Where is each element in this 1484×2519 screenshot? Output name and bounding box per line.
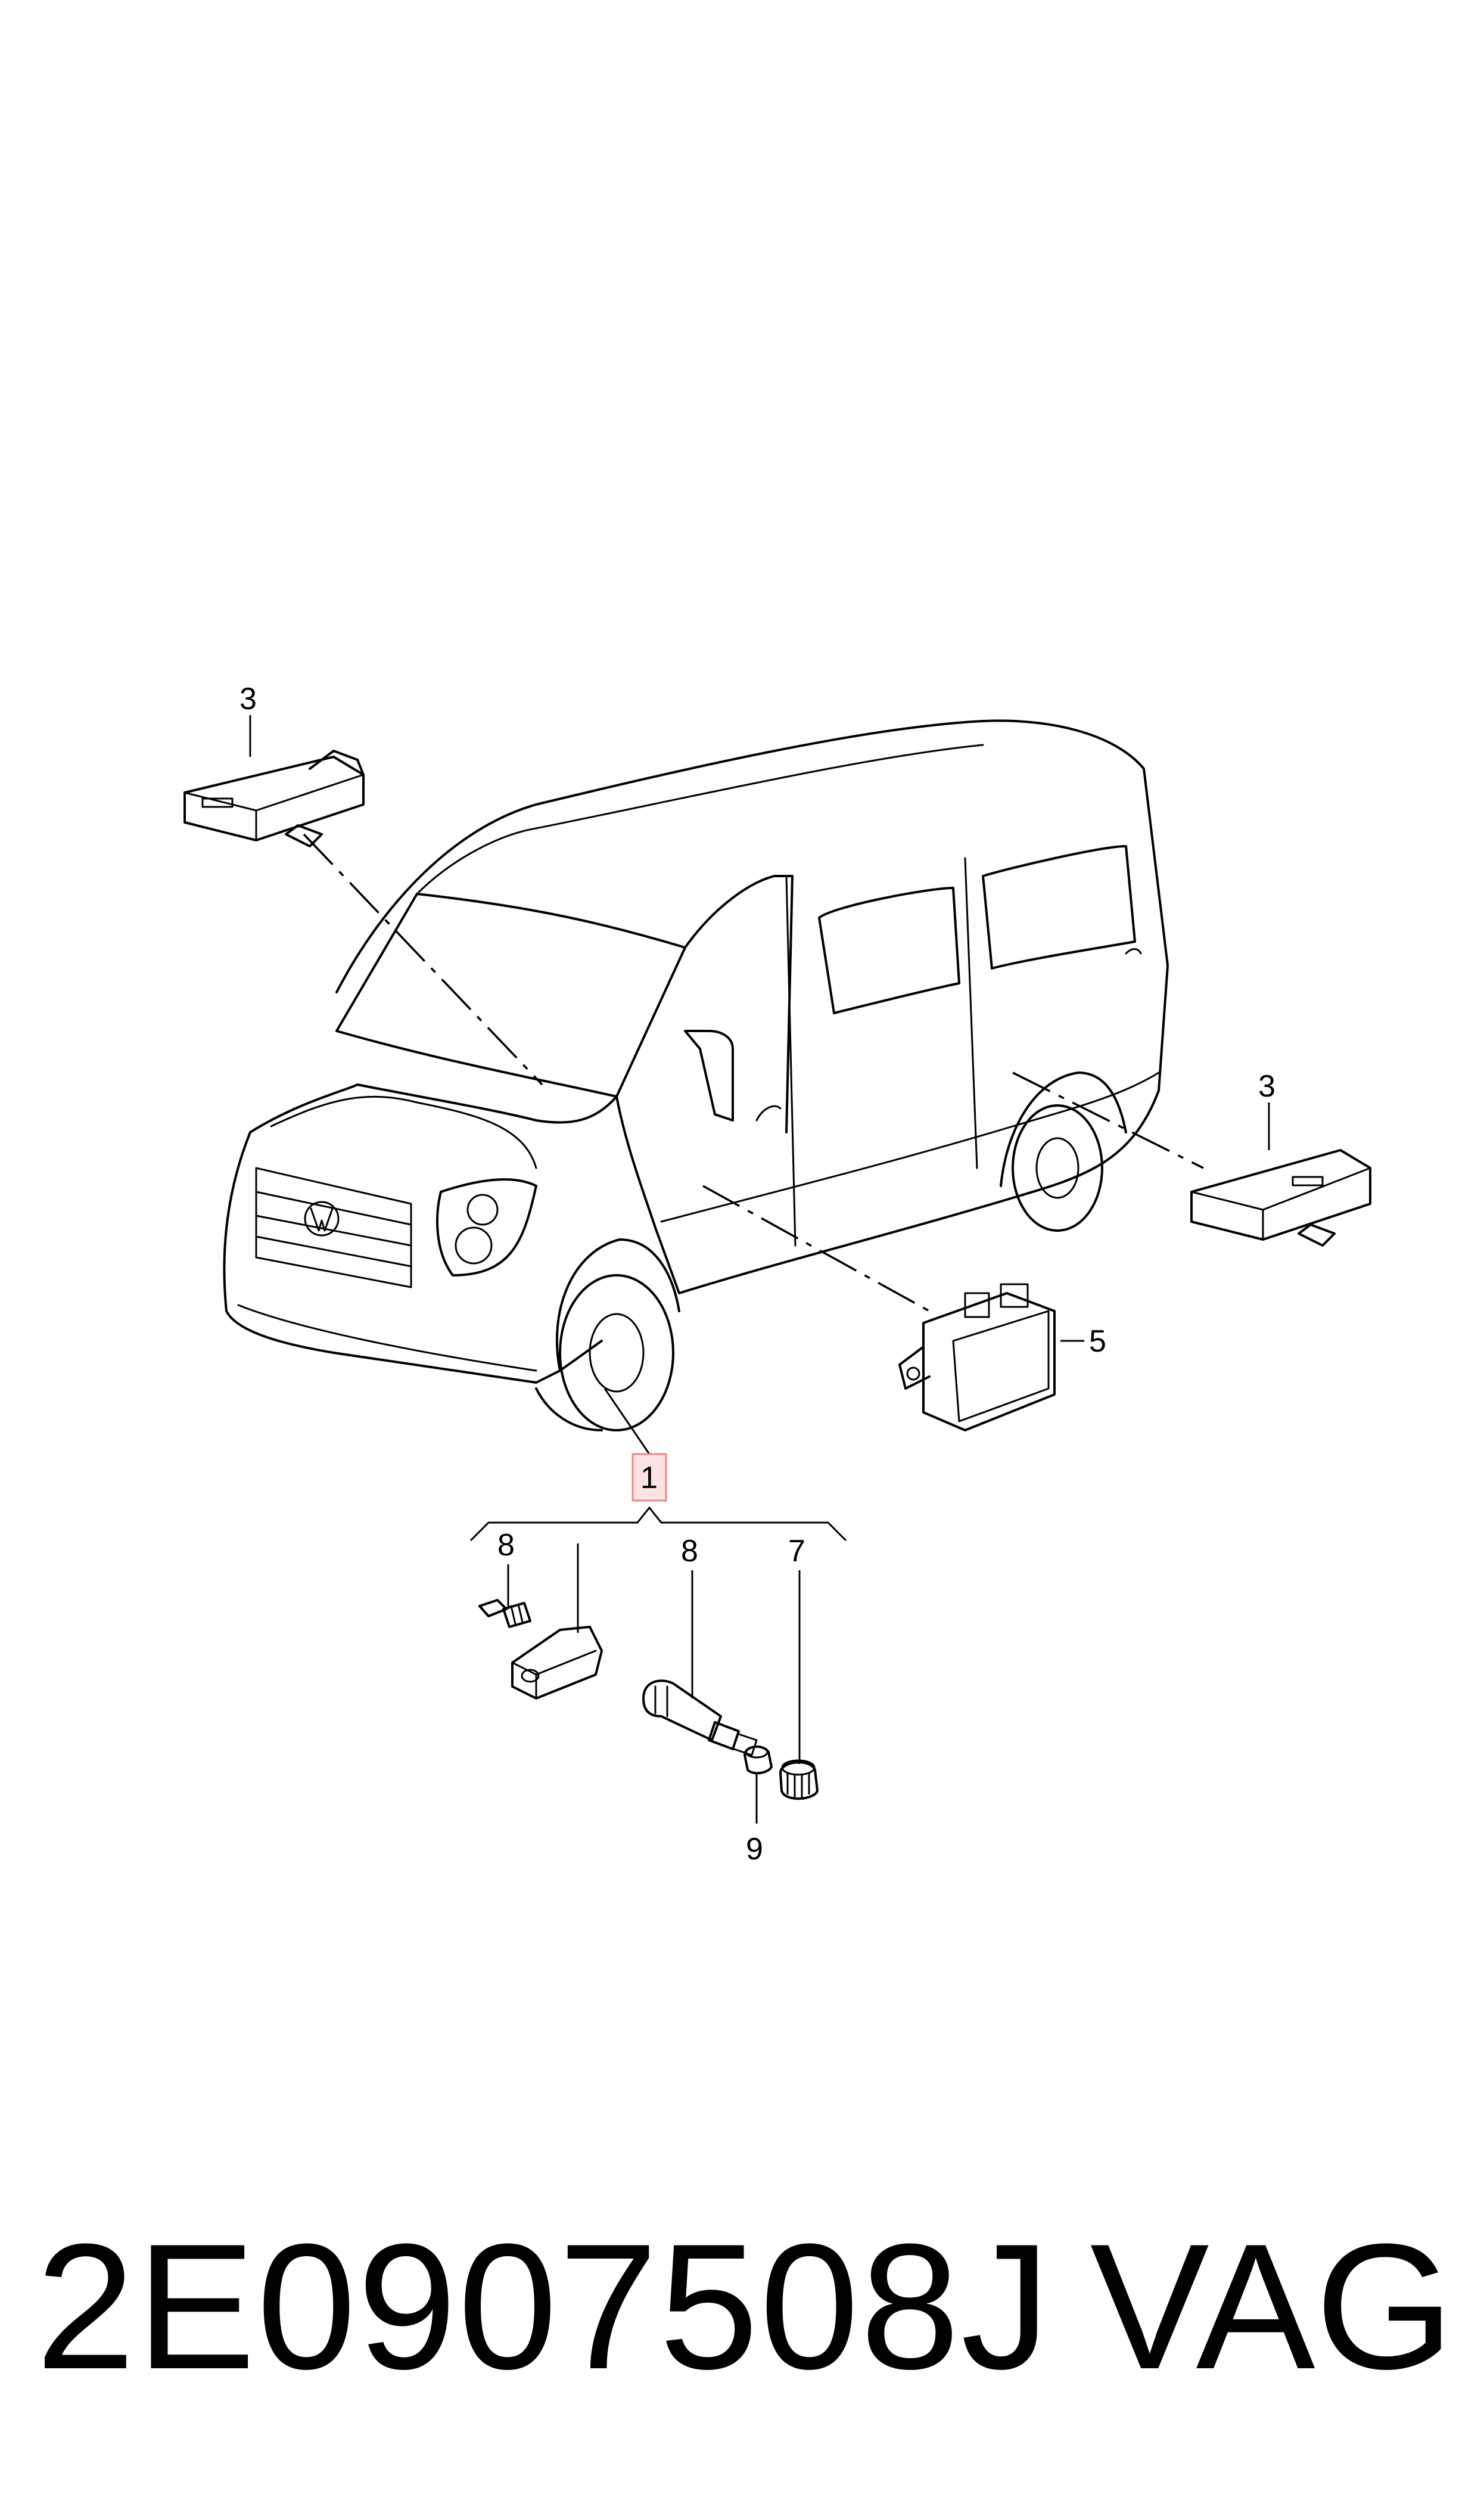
control-unit [898, 1283, 1056, 1431]
callout-5: 5 [1089, 1324, 1106, 1359]
callout-7: 7 [788, 1534, 805, 1568]
screw-part [478, 1599, 531, 1628]
callout-8-left: 8 [497, 1528, 515, 1563]
tpms-sensor [511, 1626, 603, 1700]
valve-core [743, 1745, 773, 1775]
van-illustration [223, 719, 1169, 1431]
antenna-module-right [1190, 1149, 1371, 1247]
callout-8-mid: 8 [681, 1534, 698, 1568]
valve-cap [779, 1759, 819, 1800]
callout-1-highlight [631, 1453, 667, 1502]
part-number: 2E0907508J [36, 2206, 1051, 2406]
callout-9: 9 [746, 1832, 763, 1866]
callout-3-top: 3 [239, 682, 257, 716]
brand-label: VAG [1090, 2206, 1454, 2406]
callout-3-right: 3 [1258, 1069, 1275, 1104]
antenna-module-top [183, 750, 365, 847]
valve-stem [642, 1679, 758, 1756]
callout-1: 1 [640, 1461, 658, 1495]
